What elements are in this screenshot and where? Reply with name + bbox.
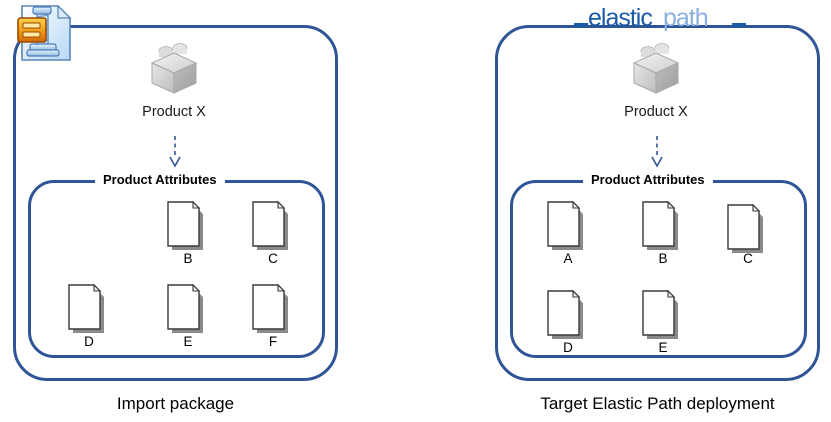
attribute-doc-label: E [183, 334, 193, 349]
zip-archive-icon [16, 2, 78, 64]
product-cube-icon [628, 41, 684, 101]
panel-caption: Target Elastic Path deployment [540, 394, 775, 413]
panel-caption: Import package [116, 394, 235, 413]
dashed-down-arrow-icon [649, 136, 665, 168]
attribute-doc-label: C [268, 251, 278, 266]
attribute-doc-label: E [658, 340, 668, 355]
attribute-doc-icon [166, 283, 206, 335]
elastic-path-logo: elastic path [574, 1, 746, 35]
product-label: Product X [142, 104, 206, 120]
attribute-doc-icon [251, 200, 291, 252]
target-deployment-outer-box [495, 25, 820, 381]
attribute-doc-label: C [743, 251, 753, 266]
attribute-doc-icon [546, 289, 586, 341]
attribute-doc-icon [726, 203, 766, 255]
svg-text:path: path [663, 4, 708, 32]
attribute-doc-icon [67, 283, 107, 335]
attribute-doc-icon [641, 289, 681, 341]
dashed-down-arrow-icon [167, 136, 183, 168]
product-attributes-title: Product Attributes [583, 172, 713, 188]
attribute-doc-label: D [84, 334, 94, 349]
svg-text:elastic: elastic [588, 4, 652, 32]
attribute-doc-label: D [563, 340, 573, 355]
attribute-doc-label: A [563, 251, 573, 266]
attribute-doc-label: B [658, 251, 668, 266]
attribute-doc-label: B [183, 251, 193, 266]
attribute-doc-icon [166, 200, 206, 252]
attribute-doc-label: F [268, 334, 278, 349]
product-cube-icon [146, 41, 202, 101]
product-attributes-title: Product Attributes [95, 172, 225, 188]
product-label: Product X [624, 104, 688, 120]
attribute-doc-icon [546, 200, 586, 252]
import-package-outer-box [13, 25, 338, 381]
attribute-doc-icon [251, 283, 291, 335]
attribute-doc-icon [641, 200, 681, 252]
